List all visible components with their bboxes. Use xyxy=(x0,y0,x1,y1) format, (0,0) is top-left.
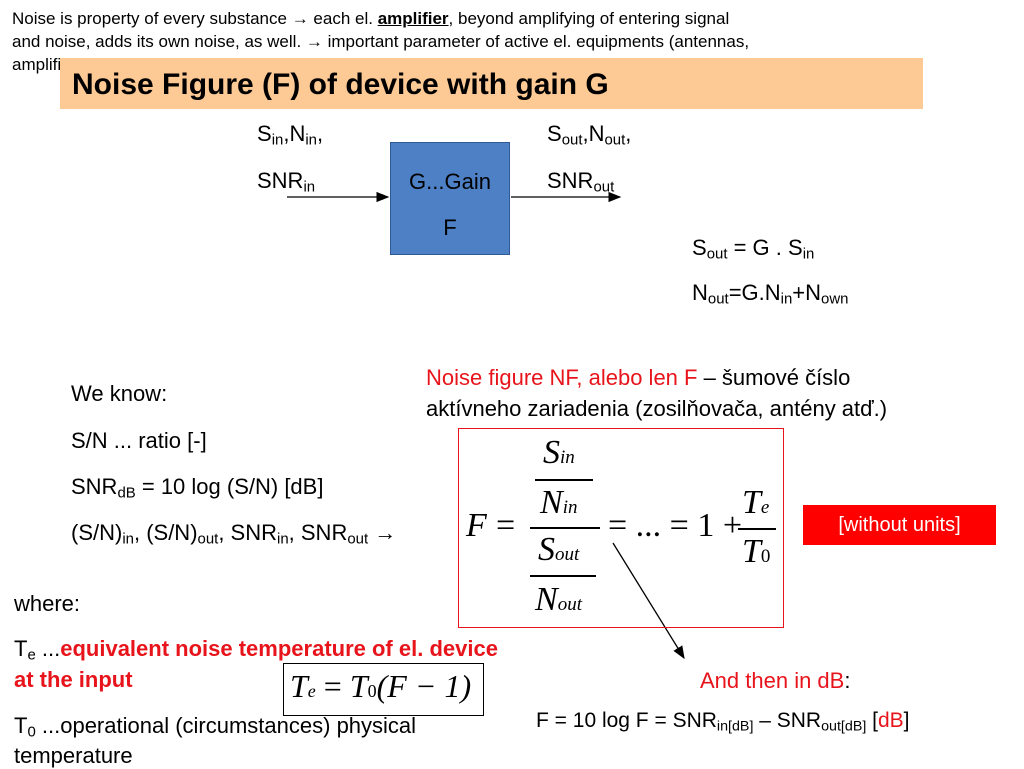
device-gain-box: G...Gain F xyxy=(390,142,510,255)
db-pointer-arrow xyxy=(612,542,685,660)
noise-figure-label: F xyxy=(443,215,457,240)
gain-label: G...Gain xyxy=(409,169,491,194)
amplifier-term: amplifier xyxy=(377,9,449,28)
formula-equals: = xyxy=(496,507,516,544)
t0-definition-line-2: temperature xyxy=(14,743,133,768)
input-signal-noise-label: Sin,Nin, xyxy=(257,121,324,149)
output-signal-noise-label: Sout,Nout, xyxy=(547,121,632,149)
noise-figure-note: Noise figure NF, alebo len F – šumové čí… xyxy=(426,365,851,390)
formula-te: Te xyxy=(742,484,770,521)
intro-line-1: Noise is property of every substance → e… xyxy=(12,9,730,28)
noise-figure-note-line-2: aktívneho zariadenia (zosilňovača, antén… xyxy=(426,396,888,421)
formula-chain: = ... = 1 + xyxy=(608,507,743,544)
formula-main-line xyxy=(530,527,600,529)
title-bar xyxy=(60,58,923,109)
noise-figure-formula-box xyxy=(458,428,784,628)
without-units-badge: [without units] xyxy=(803,505,996,545)
formula-te-t0-line xyxy=(738,528,776,530)
snr-db-definition: SNRdB = 10 log (S/N) [dB] xyxy=(71,474,324,502)
db-formula: F = 10 log F = SNRin[dB] – SNRout[dB] [d… xyxy=(536,709,910,735)
sn-ratio-definition: S/N ... ratio [-] xyxy=(71,428,207,453)
te-formula-box xyxy=(283,663,484,716)
nout-equation: Nout=G.Nin+Nown xyxy=(692,280,849,308)
te-formula: Te = T0(F − 1) xyxy=(290,668,472,704)
formula-inner-line-top xyxy=(535,479,593,481)
formula-n-out: Nout xyxy=(535,581,582,618)
te-definition: Te ...equivalent noise temperature of el… xyxy=(14,636,498,664)
formula-f: F xyxy=(466,507,487,544)
formula-n-in: Nin xyxy=(540,484,578,521)
db-note-header: And then in dB: xyxy=(700,668,851,693)
snr-list: (S/N)in, (S/N)out, SNRin, SNRout → xyxy=(71,520,397,548)
t0-definition: T0 ...operational (circumstances) physic… xyxy=(14,713,417,741)
we-know-header: We know: xyxy=(71,381,168,406)
arrow-right-icon: → xyxy=(305,32,323,51)
page-title: Noise Figure (F) of device with gain G xyxy=(72,68,609,101)
output-snr-label: SNRout xyxy=(547,168,615,196)
arrow-right-icon: → xyxy=(368,520,397,545)
formula-t0: T0 xyxy=(742,533,771,570)
where-header: where: xyxy=(14,591,81,616)
intro-line-2: and noise, adds its own noise, as well. … xyxy=(12,32,750,51)
formula-inner-line-bottom xyxy=(530,575,596,577)
formula-s-out: Sout xyxy=(538,531,580,568)
arrow-right-icon: → xyxy=(291,9,309,28)
formula-s-in: Sin xyxy=(543,434,575,471)
te-definition-line-2: at the input xyxy=(14,667,133,692)
input-snr-label: SNRin xyxy=(257,168,316,196)
sout-equation: Sout = G . Sin xyxy=(692,235,815,263)
